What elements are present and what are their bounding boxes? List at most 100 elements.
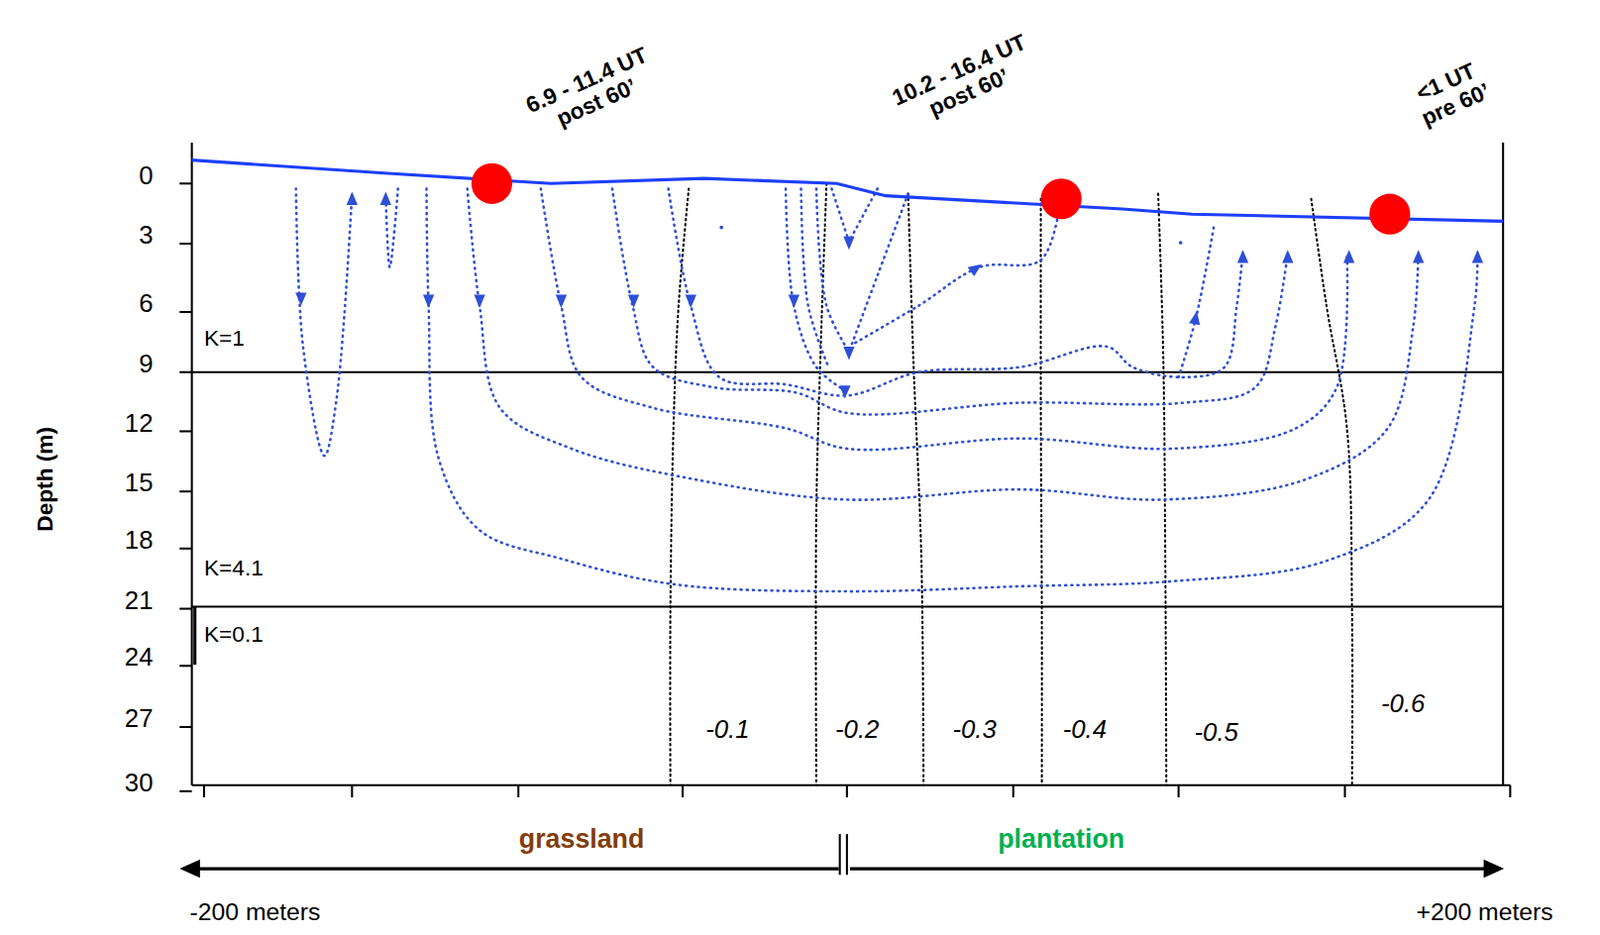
land-use-label: grassland	[519, 825, 645, 854]
flow-line	[668, 188, 1244, 396]
flow-arrowhead	[788, 295, 800, 309]
depth-tick-label: 0	[138, 161, 153, 190]
conductivity-label: K=1	[204, 325, 245, 351]
flow-arrowhead	[839, 385, 851, 399]
tick	[179, 429, 192, 432]
flow-line	[852, 196, 1062, 345]
flow-line	[1178, 223, 1215, 377]
equipotential-lines	[669, 183, 1353, 785]
flow-arrowhead	[295, 292, 307, 306]
sample-age: 10.2 - 16.4 UT post 60’	[878, 25, 1051, 139]
flow-line	[816, 188, 850, 352]
flow-arrowhead	[843, 346, 854, 360]
conductivity-label: K=4.1	[204, 555, 264, 581]
flow-arrowhead	[1412, 249, 1424, 263]
dot	[719, 225, 724, 230]
tick	[179, 664, 192, 667]
head-contour-label: -0.4	[1063, 715, 1107, 744]
flow-line	[612, 188, 1288, 415]
right-border	[1501, 142, 1504, 786]
tick	[517, 785, 520, 798]
tick	[681, 785, 684, 798]
depth-tick-label: 15	[124, 469, 154, 498]
flow-arrowhead	[346, 192, 358, 206]
depth-tick-label: 6	[138, 290, 153, 319]
depth-tick-label: 9	[138, 349, 153, 378]
equipotential-line	[1158, 194, 1167, 786]
tick	[179, 242, 192, 245]
flow-arrowhead	[1343, 249, 1355, 263]
flow-lines	[295, 188, 1484, 592]
equipotential-line	[908, 194, 924, 786]
tick	[179, 547, 192, 550]
distance-label: -200 meters	[190, 899, 321, 927]
head-contour-label: -0.1	[705, 715, 749, 744]
flow-arrowhead	[423, 295, 434, 309]
tick	[203, 785, 206, 798]
flow-arrowhead	[843, 236, 854, 250]
sample-site	[1369, 194, 1410, 235]
sample-site	[471, 163, 513, 205]
divider	[839, 834, 842, 875]
flow-line	[296, 188, 353, 456]
flow-arrowhead	[628, 295, 640, 309]
depth-tick-label: 30	[124, 768, 154, 797]
depth-tick-label: 12	[124, 409, 154, 437]
sample-age: 6.9 - 11.4 UT post 60’	[510, 37, 674, 147]
tick	[179, 726, 192, 729]
head-contour-label: -0.3	[952, 715, 996, 744]
tick	[179, 608, 192, 611]
extent-arrow	[183, 867, 839, 871]
flow-arrowhead	[555, 295, 567, 309]
depth-tick-label: 21	[124, 586, 154, 615]
axis-title: Depth (m)	[33, 426, 59, 533]
flow-arrowhead	[1188, 310, 1202, 325]
tick	[179, 490, 192, 493]
flow-arrowhead	[1237, 249, 1249, 263]
tick	[179, 790, 192, 793]
flow-line	[849, 194, 909, 353]
flow-line	[467, 188, 1419, 500]
tick	[179, 182, 192, 185]
arrowhead	[179, 859, 201, 879]
layer-marker	[193, 607, 197, 666]
tick	[350, 785, 353, 798]
layer-boundary	[192, 605, 1504, 608]
ticks	[179, 183, 1510, 798]
flow-line	[785, 188, 846, 391]
divider	[846, 834, 849, 875]
equipotential-line	[1040, 199, 1042, 786]
tick	[1177, 785, 1180, 798]
conductivity-label: K=0.1	[204, 623, 264, 648]
depth-tick-label: 3	[138, 221, 153, 250]
ground-surface	[192, 160, 1504, 222]
flow-arrowhead	[685, 295, 697, 309]
flow-arrowhead	[967, 259, 985, 277]
flow-line	[831, 188, 850, 242]
flow-line	[801, 188, 830, 367]
land-use-label: plantation	[997, 825, 1125, 854]
equipotential-line	[669, 188, 689, 785]
flow-arrowhead	[1281, 249, 1293, 263]
tick	[846, 785, 849, 798]
extent-arrow	[850, 867, 1493, 871]
flow-arrowhead	[1472, 249, 1484, 263]
tick	[179, 311, 192, 314]
tick	[1508, 785, 1511, 798]
depth-tick-label: 24	[124, 643, 154, 672]
flow-arrowhead	[473, 295, 485, 309]
head-contour-label: -0.6	[1381, 689, 1425, 718]
flow-arrowhead	[380, 192, 392, 206]
flow-line	[426, 188, 1479, 592]
tick	[1343, 785, 1346, 798]
depth-tick-label: 18	[124, 526, 154, 554]
arrowhead	[1484, 859, 1505, 879]
tick	[1012, 785, 1015, 798]
head-contour-label: -0.2	[835, 715, 879, 744]
flow-line	[540, 188, 1348, 450]
dot	[1178, 240, 1183, 245]
head-contour-label: -0.5	[1194, 718, 1239, 747]
distance-label: +200 meters	[1416, 899, 1554, 927]
